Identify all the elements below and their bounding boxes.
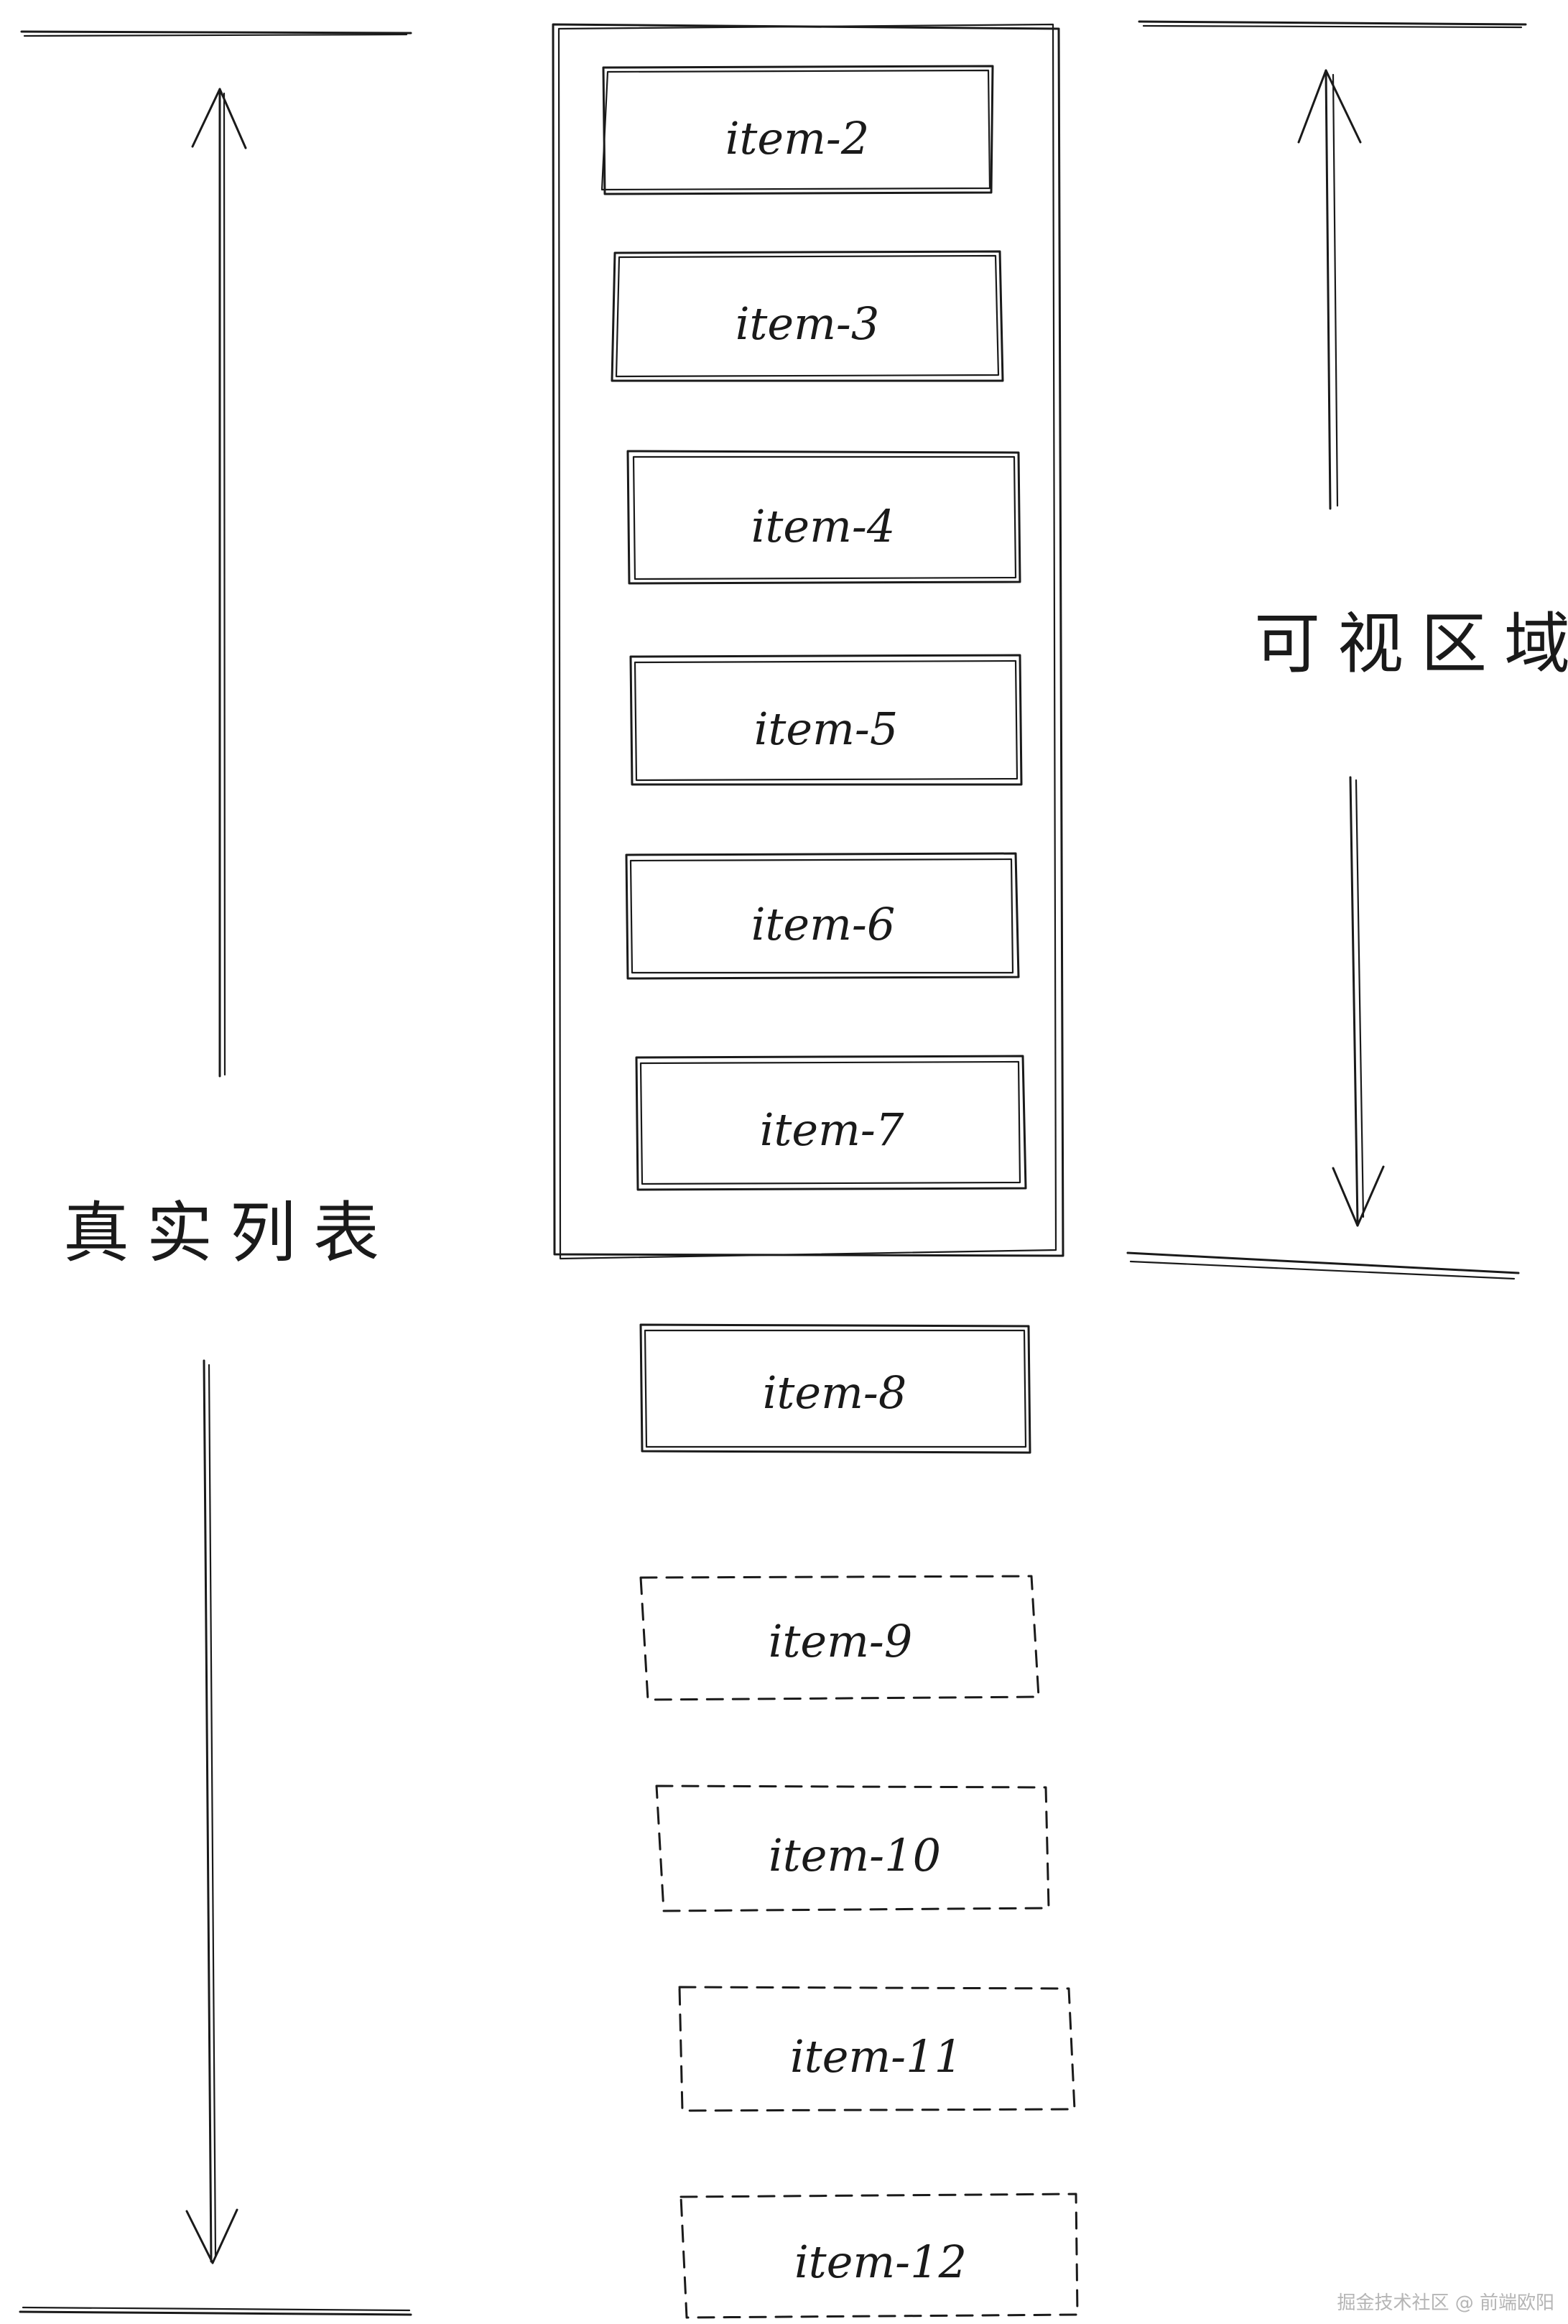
visible-area-down-arrow — [1332, 776, 1385, 1227]
item-box-3: item-3 — [611, 250, 1004, 382]
real-list-up-arrow — [191, 88, 247, 1078]
real-list-down-arrow — [185, 1359, 238, 2264]
item-box-2: item-2 — [600, 65, 994, 195]
item-label-4: item-4 — [751, 500, 896, 552]
item-box-4: item-4 — [626, 450, 1021, 585]
item-label-8: item-8 — [763, 1366, 907, 1419]
item-box-11: item-11 — [678, 1986, 1076, 2112]
item-label-5: item-5 — [754, 703, 899, 755]
item-label-9: item-9 — [769, 1615, 913, 1667]
visible-area-label: 可视区域 — [1254, 606, 1568, 682]
item-box-9: item-9 — [639, 1575, 1040, 1701]
item-label-6: item-6 — [751, 898, 896, 950]
item-box-5: item-5 — [629, 654, 1023, 786]
item-box-10: item-10 — [655, 1784, 1050, 1912]
item-box-7: item-7 — [635, 1055, 1027, 1191]
watermark: 掘金技术社区 @ 前端欧阳 — [1337, 2292, 1554, 2314]
item-label-7: item-7 — [760, 1103, 904, 1156]
visible-area-bounds — [1126, 20, 1527, 1280]
item-label-11: item-11 — [790, 2030, 962, 2083]
item-box-12: item-12 — [679, 2193, 1079, 2319]
item-box-6: item-6 — [625, 852, 1020, 980]
item-label-12: item-12 — [794, 2236, 967, 2288]
real-list-bounds — [19, 30, 412, 2316]
item-label-10: item-10 — [769, 1829, 941, 1881]
viewport-container — [552, 23, 1064, 1260]
item-label-2: item-2 — [725, 112, 870, 165]
item-label-3: item-3 — [736, 297, 880, 350]
real-list-label: 真实列表 — [63, 1195, 396, 1272]
item-box-8: item-8 — [639, 1323, 1031, 1454]
visible-area-up-arrow — [1297, 69, 1362, 510]
